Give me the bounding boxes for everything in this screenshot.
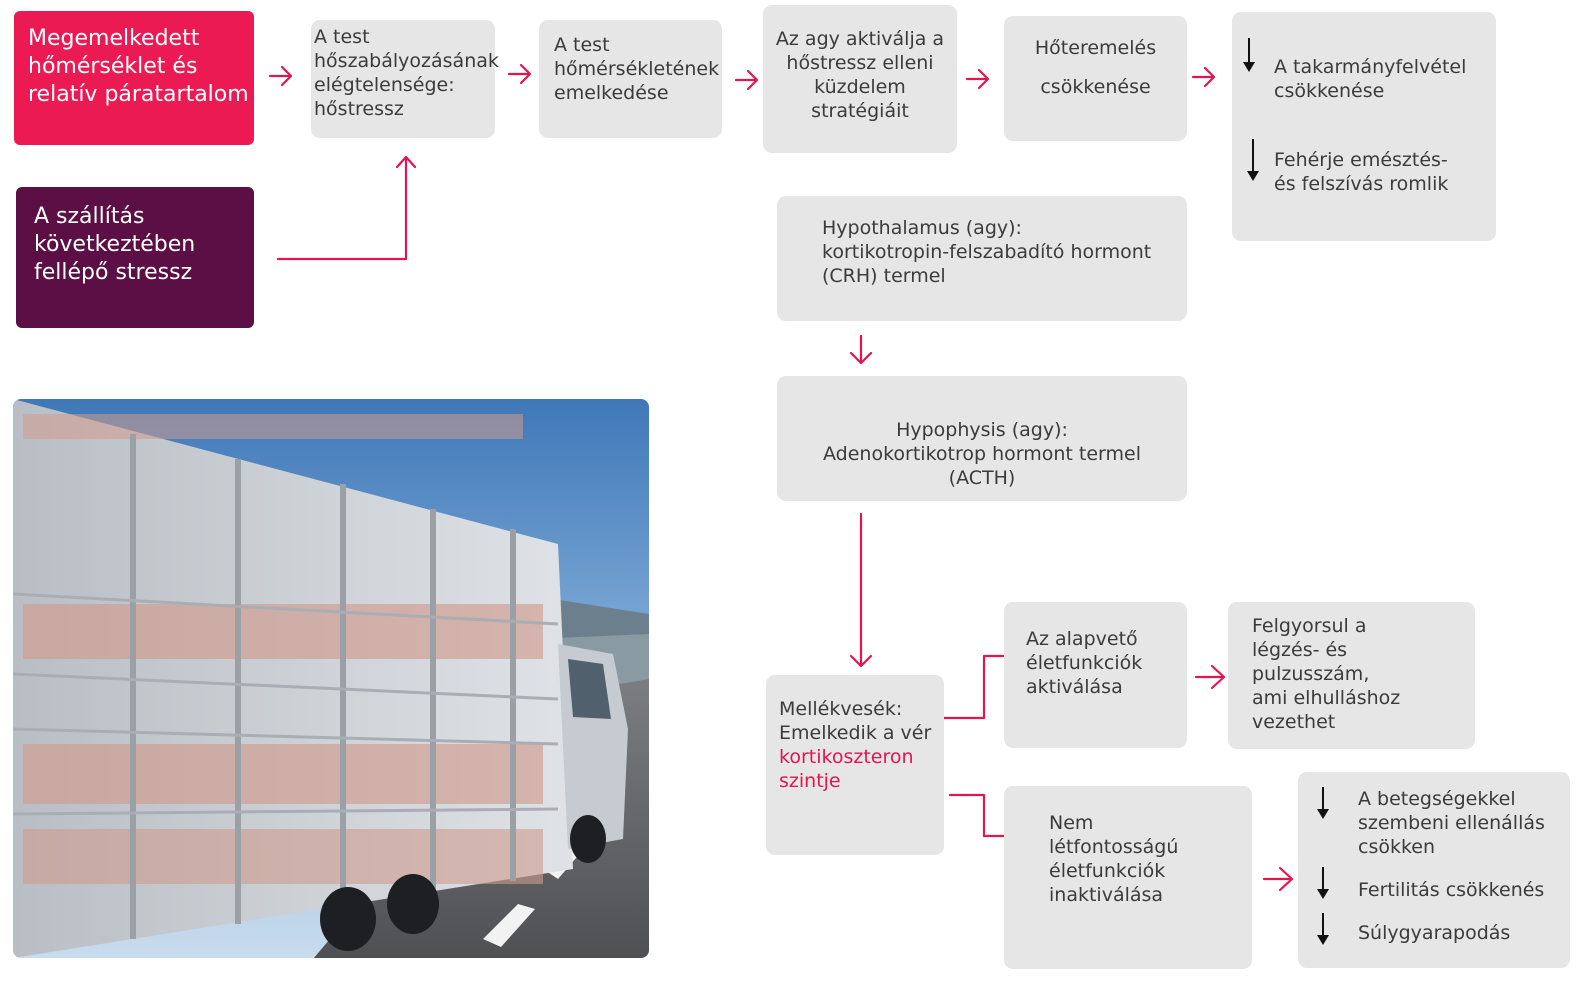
vital-activation-label: Az alapvető életfunkciók aktiválása xyxy=(1026,628,1143,698)
heat-production-line1: Hőteremelés xyxy=(1034,37,1157,59)
adrenal-box: Mellékvesék: Emelkedik a vér kortikoszte… xyxy=(766,675,944,855)
hypophysis-box: Hypophysis (agy): Adenokortikotrop hormo… xyxy=(777,376,1187,501)
adrenal-label: Mellékvesék: Emelkedik a vér xyxy=(779,698,932,744)
arrow-up-icon xyxy=(276,155,417,261)
arrow-right-icon xyxy=(268,65,293,87)
heat-humidity-label: Megemelkedett hőmérséklet és relatív pár… xyxy=(28,26,249,107)
hypothalamus-box: Hypothalamus (agy): kortikotropin-felsza… xyxy=(777,196,1187,321)
down-arrow-icon xyxy=(1317,867,1329,899)
arrow-branch-up xyxy=(942,650,1018,720)
vital-inactivation-box: Nem létfontosságú életfunkciók inaktivál… xyxy=(1004,786,1252,969)
thermoregulation-box: A test hőszabályozásának elégtelensége: … xyxy=(311,20,499,138)
down-arrow-icon xyxy=(1243,38,1255,72)
body-temp-box: A test hőmérsékletének emelkedése xyxy=(539,20,722,138)
arrow-right-icon xyxy=(734,69,759,91)
truck-illustration xyxy=(13,399,649,958)
livestock-truck-photo xyxy=(13,399,649,958)
arrow-down-icon xyxy=(849,334,873,365)
arrow-down-icon xyxy=(849,512,873,668)
vital-activation-box: Az alapvető életfunkciók aktiválása xyxy=(1004,602,1187,748)
transport-stress-box: A szállítás következtében fellépő stress… xyxy=(16,187,254,328)
hypophysis-label: Hypophysis (agy): Adenokortikotrop hormo… xyxy=(823,419,1141,489)
down-arrow-icon xyxy=(1247,139,1259,181)
down-arrow-icon xyxy=(1317,913,1329,945)
hypothalamus-label: Hypothalamus (agy): kortikotropin-felsza… xyxy=(822,217,1152,287)
breathing-box: Felgyorsul a légzés- és pulzusszám, ami … xyxy=(1228,602,1475,749)
arrow-right-icon xyxy=(1191,66,1216,88)
corticosterone-label: kortikoszteron szintje xyxy=(779,746,914,792)
thermoregulation-label: A test hőszabályozásának elégtelensége: … xyxy=(314,26,499,120)
brain-strategies-box: Az agy aktiválja a hőstressz elleni küzd… xyxy=(763,5,957,153)
arrow-right-icon xyxy=(507,63,532,85)
heat-humidity-box: Megemelkedett hőmérséklet és relatív pár… xyxy=(14,11,254,145)
heat-production-line2: csökkenése xyxy=(1040,76,1151,98)
arrow-right-icon xyxy=(965,68,990,90)
arrow-right-icon xyxy=(1262,866,1294,892)
breathing-label: Felgyorsul a légzés- és pulzusszám, ami … xyxy=(1252,615,1401,733)
effects-feed-box: A takarmányfelvétel csökkenése Fehérje e… xyxy=(1232,12,1496,241)
effects-health-box: A betegségekkel szembeni ellenállás csök… xyxy=(1298,772,1570,968)
arrow-right-icon xyxy=(1194,664,1226,690)
transport-stress-label: A szállítás következtében fellépő stress… xyxy=(34,204,196,285)
arrow-branch-down xyxy=(948,793,1018,842)
heat-production-box: Hőteremelés csökkenése xyxy=(1004,16,1187,141)
body-temp-label: A test hőmérsékletének emelkedése xyxy=(554,34,720,104)
vital-inactivation-label: Nem létfontosságú életfunkciók inaktivál… xyxy=(1049,812,1179,906)
down-arrow-icon xyxy=(1317,787,1329,819)
brain-strategies-label: Az agy aktiválja a hőstressz elleni küzd… xyxy=(775,28,945,122)
